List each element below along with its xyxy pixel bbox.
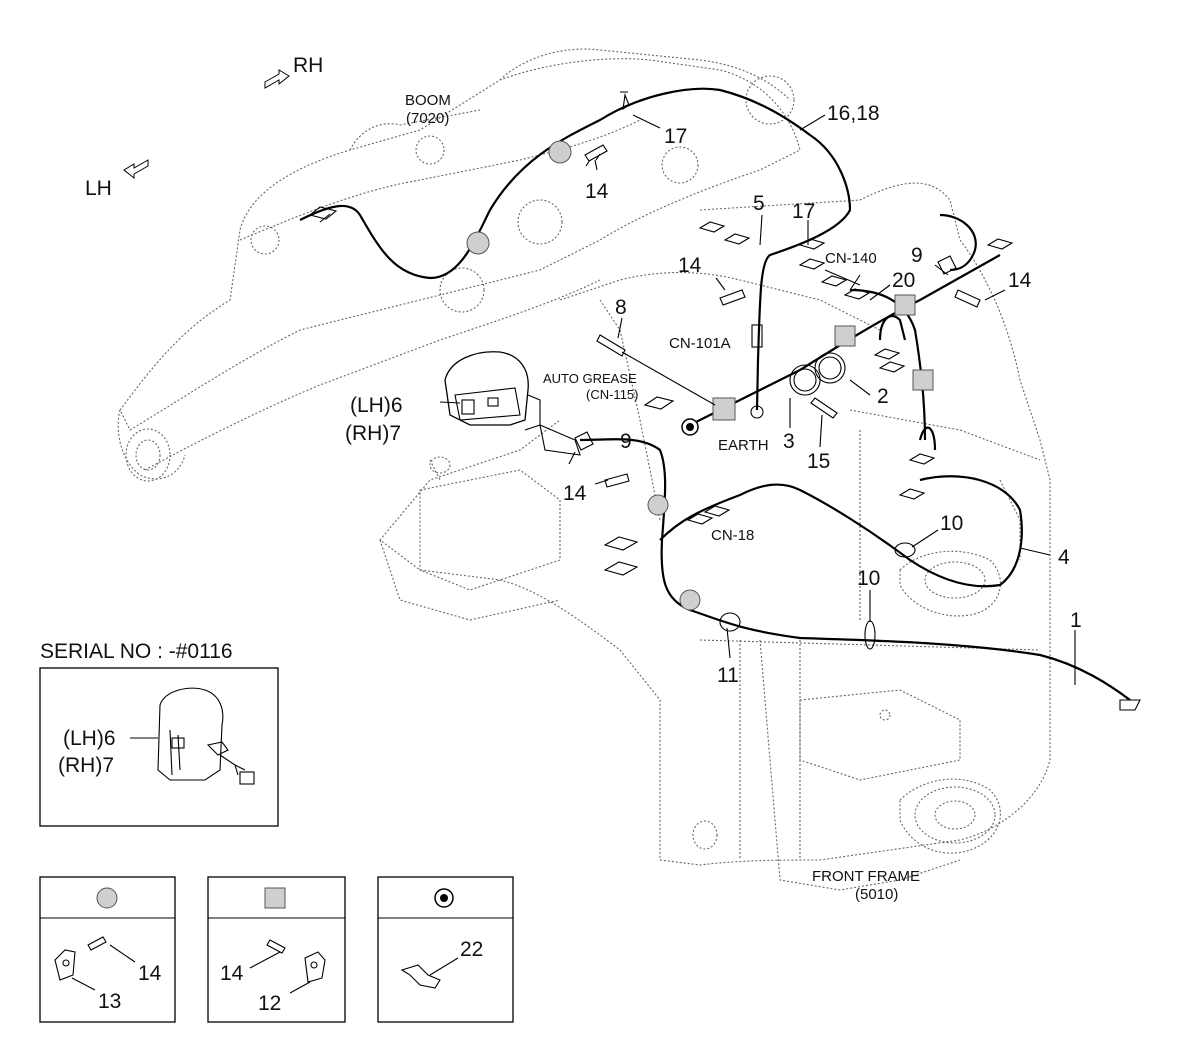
- harness-markers: [466, 140, 934, 611]
- auto-grease-label: AUTO GREASE: [543, 371, 637, 386]
- serial-panel: SERIAL NO : -#0116 (LH)6 (RH)7: [39, 640, 279, 827]
- callout-15: 15: [807, 450, 830, 473]
- leader-lines: [439, 114, 1076, 685]
- callout-14: 14: [585, 180, 609, 203]
- callout-9: 9: [620, 430, 632, 453]
- ring-marker-center: [686, 423, 694, 431]
- boom-label: BOOM: [405, 92, 451, 109]
- square-marker-icon: [264, 887, 286, 909]
- clamp-ring: [789, 364, 821, 396]
- callout-2: 2: [877, 385, 889, 408]
- callout-3: 3: [783, 430, 795, 453]
- rh-label: RH: [293, 54, 323, 77]
- boom-code: (7020): [406, 110, 449, 127]
- cn101a-label: CN-101A: [669, 335, 731, 352]
- legend-circle-13: 13: [98, 990, 121, 1013]
- legend-ring-22: 22: [460, 938, 483, 961]
- lh-arrow-icon: [123, 159, 149, 180]
- callout-10: 10: [940, 512, 963, 535]
- callout-10: 10: [857, 567, 880, 590]
- callout-20: 20: [892, 269, 915, 292]
- work-light: [444, 351, 581, 456]
- boom-outline: [117, 48, 801, 482]
- square-marker: [712, 397, 736, 421]
- earth-label: EARTH: [718, 437, 769, 454]
- callout-11: 11: [717, 664, 739, 687]
- front-frame-code: (5010): [855, 886, 898, 903]
- serial-lh6: (LH)6: [63, 727, 116, 750]
- lh6-label: (LH)6: [350, 394, 403, 417]
- cn115-label: (CN-115): [586, 387, 639, 402]
- callout-16-18: 16,18: [827, 102, 880, 125]
- serial-rh7: (RH)7: [58, 754, 114, 777]
- legend-square-12: 12: [258, 992, 281, 1015]
- legend-square: 14 12: [207, 876, 346, 1023]
- bolts: [568, 144, 981, 488]
- callout-5: 5: [753, 192, 765, 215]
- circle-marker: [466, 231, 490, 255]
- callout-14: 14: [1008, 269, 1032, 292]
- callout-17: 17: [792, 200, 815, 223]
- circle-marker: [647, 494, 669, 516]
- legend-circle-14: 14: [138, 962, 162, 985]
- callout-14: 14: [678, 254, 702, 277]
- lh-label: LH: [85, 177, 112, 200]
- front-frame-label: FRONT FRAME: [812, 868, 920, 885]
- legend-circle: 14 13: [39, 876, 176, 1023]
- legend-square-14: 14: [220, 962, 244, 985]
- serial-title: SERIAL NO : -#0116: [40, 640, 233, 663]
- callout-1: 1: [1070, 609, 1082, 632]
- rh-arrow-icon: [264, 69, 290, 89]
- diagram-labels: RH LH BOOM (7020) 17 16,18 14 5 17 CN-14…: [85, 54, 1082, 903]
- connector-tabs: [308, 91, 1014, 576]
- callout-14: 14: [563, 482, 587, 505]
- callout-4: 4: [1058, 546, 1070, 569]
- callout-8: 8: [615, 296, 627, 319]
- circle-marker-icon: [96, 887, 118, 909]
- callout-9: 9: [911, 244, 923, 267]
- circle-marker: [548, 140, 572, 164]
- square-marker: [912, 369, 934, 391]
- cn140-label: CN-140: [825, 250, 877, 267]
- callout-17: 17: [664, 125, 687, 148]
- square-marker: [894, 294, 916, 316]
- orientation-arrows: [123, 69, 290, 180]
- square-marker: [834, 325, 856, 347]
- legend-ring: 22: [377, 876, 514, 1023]
- cn18-label: CN-18: [711, 527, 754, 544]
- rh7-label: (RH)7: [345, 422, 401, 445]
- circle-marker: [679, 589, 701, 611]
- front-frame-outline: [379, 182, 1051, 891]
